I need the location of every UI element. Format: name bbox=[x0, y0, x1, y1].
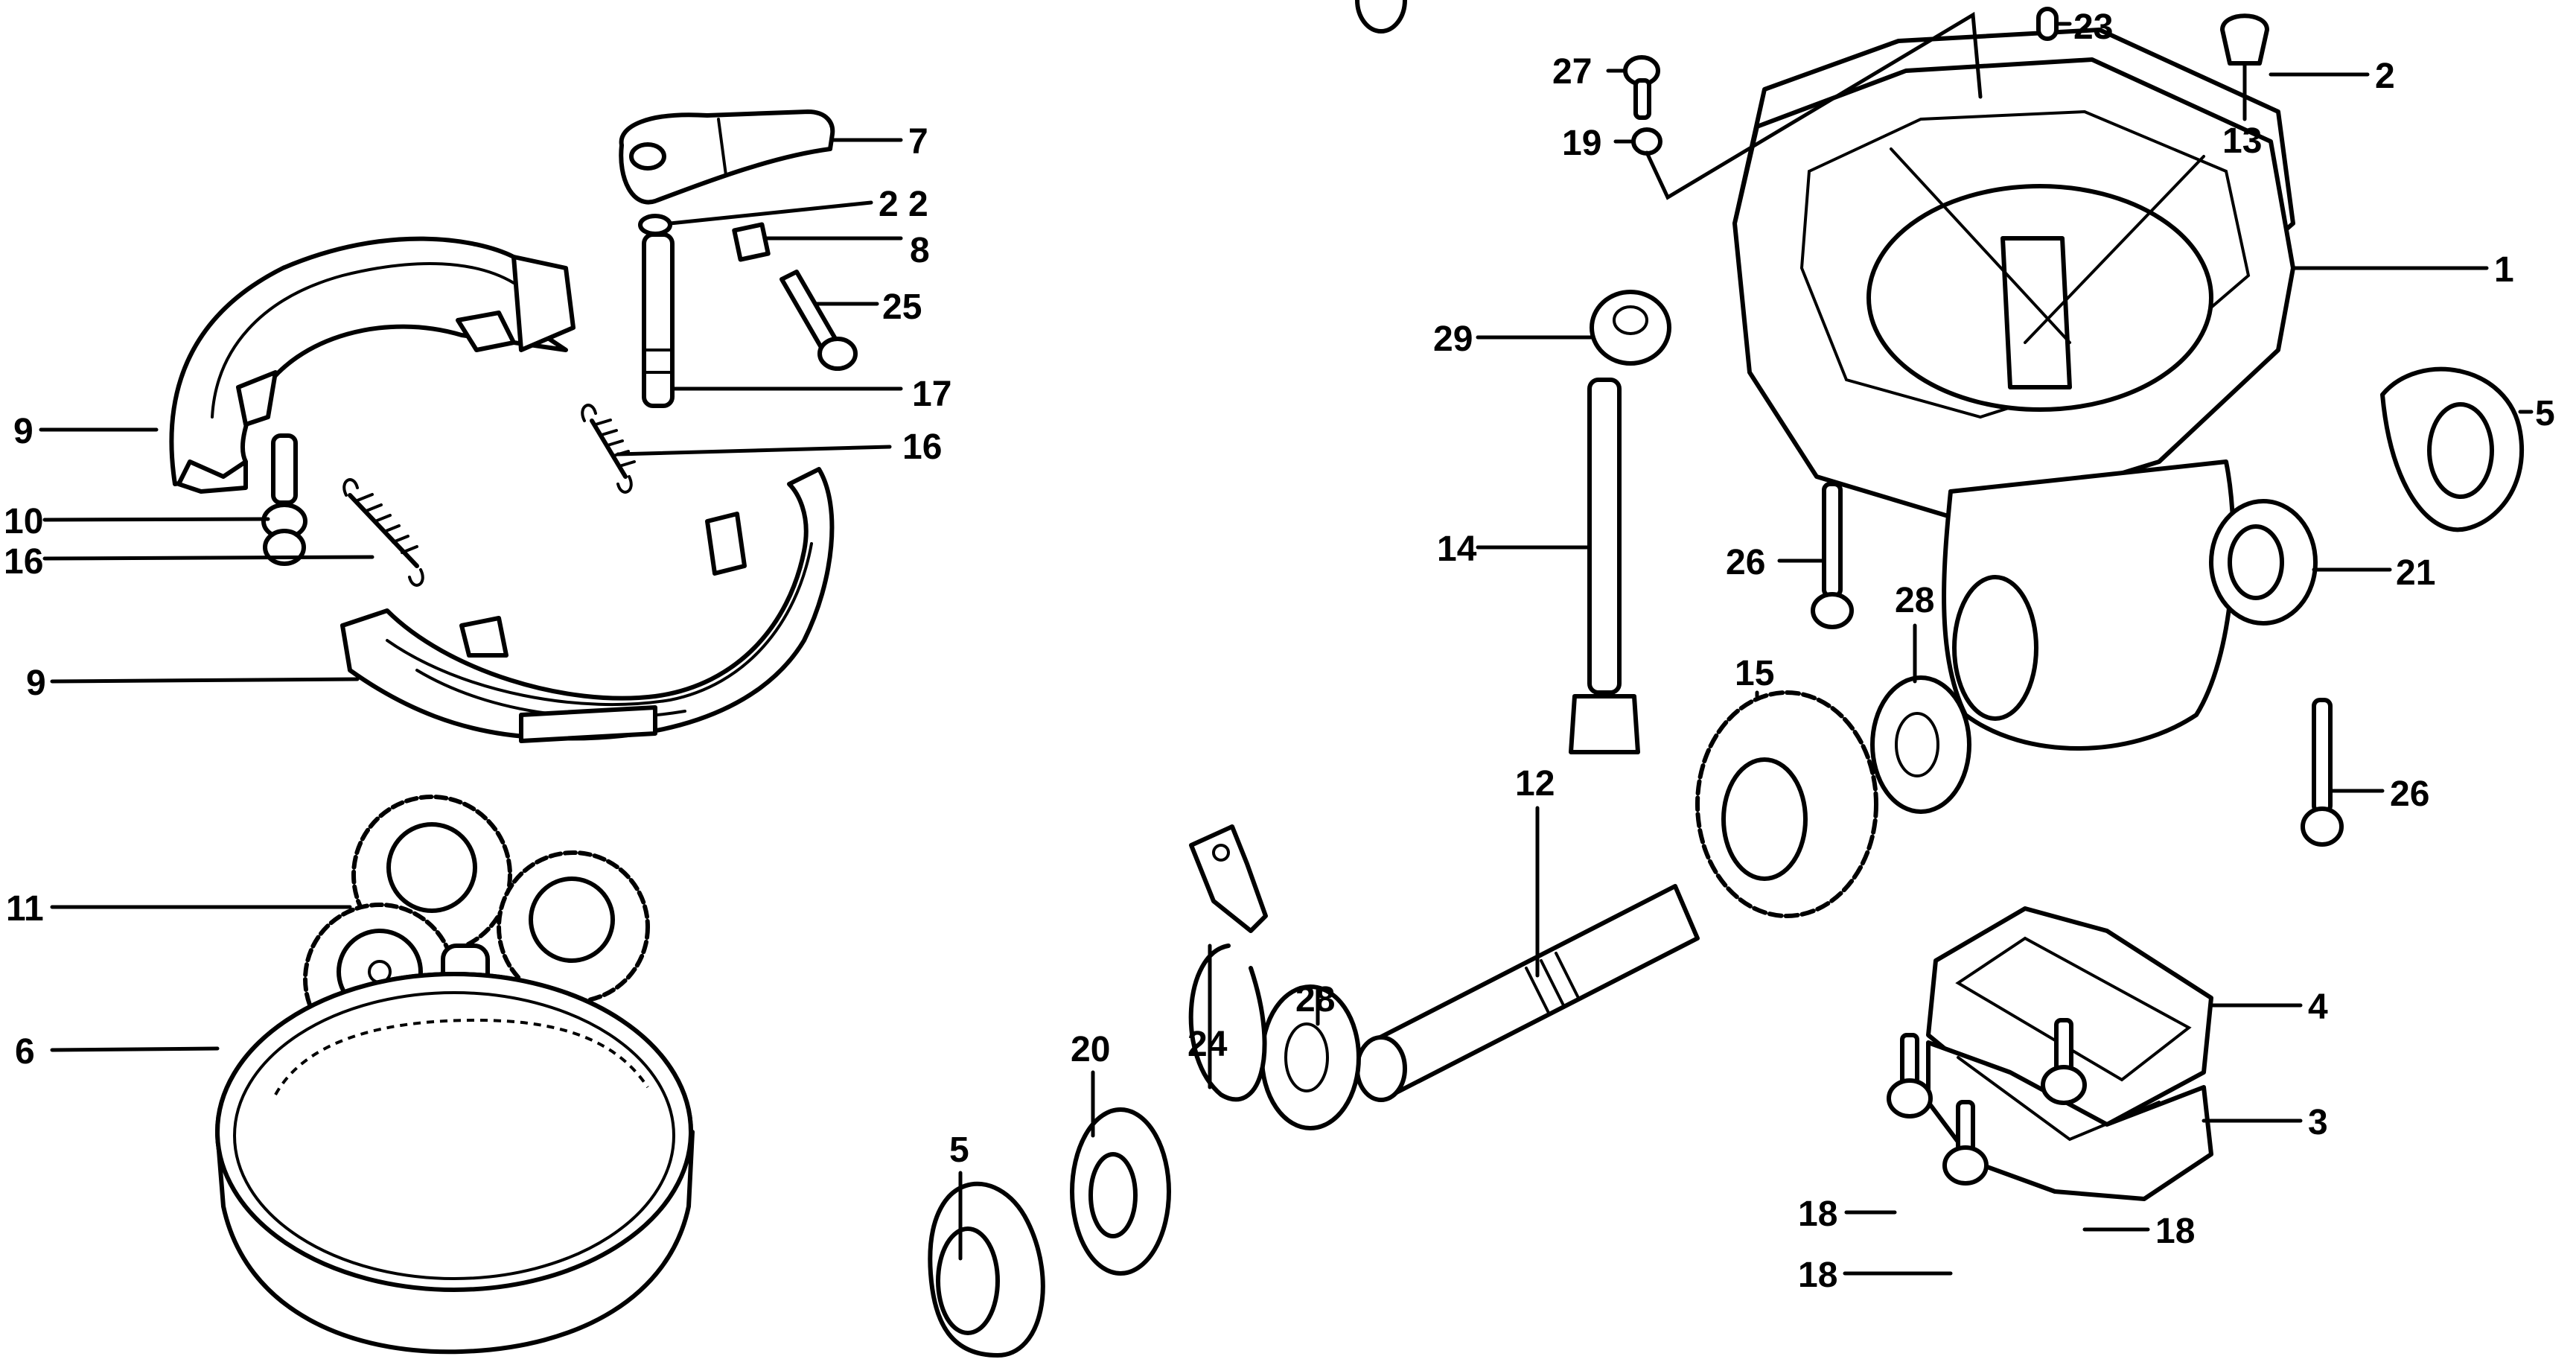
callout-18-right[interactable]: 18 bbox=[2155, 1212, 2195, 1251]
bevel-gear bbox=[1695, 690, 1878, 918]
brake-arm bbox=[619, 109, 835, 205]
callout-26-lower[interactable]: 26 bbox=[2390, 774, 2429, 814]
callout-3[interactable]: 3 bbox=[2308, 1103, 2328, 1142]
callout-5-case[interactable]: 5 bbox=[2535, 394, 2555, 433]
brake-shoe-lower bbox=[340, 467, 835, 743]
bearing-29 bbox=[1590, 290, 1671, 366]
callout-14[interactable]: 14 bbox=[1437, 529, 1477, 569]
bolt-18c bbox=[1942, 1100, 1989, 1186]
bracket-plate bbox=[1189, 824, 1268, 933]
callout-5-shaft[interactable]: 5 bbox=[949, 1130, 969, 1170]
callout-25[interactable]: 25 bbox=[882, 287, 922, 327]
brake-spring-left bbox=[342, 478, 424, 587]
callout-8[interactable]: 8 bbox=[910, 231, 930, 270]
oil-filler-cap bbox=[2220, 13, 2269, 66]
bracket-line bbox=[1645, 11, 1983, 200]
brake-spring-right bbox=[581, 404, 636, 494]
pinion-shaft bbox=[1569, 378, 1640, 754]
bolt-27 bbox=[1623, 55, 1660, 120]
callout-12[interactable]: 12 bbox=[1515, 764, 1555, 804]
callout-24[interactable]: 24 bbox=[1187, 1025, 1228, 1064]
callout-28-upper[interactable]: 28 bbox=[1895, 581, 1934, 620]
callout-29[interactable]: 29 bbox=[1433, 319, 1473, 359]
callout-9-lower[interactable]: 9 bbox=[26, 664, 46, 703]
bolt-18a bbox=[1887, 1033, 1933, 1119]
ring-gear bbox=[215, 972, 695, 1355]
callout-23[interactable]: 23 bbox=[2073, 7, 2113, 47]
oil-seal-shaft bbox=[928, 1181, 1045, 1358]
callout-4[interactable]: 4 bbox=[2308, 987, 2328, 1027]
brake-cam bbox=[642, 232, 675, 408]
oil-seal-20 bbox=[1070, 1107, 1171, 1276]
callout-19[interactable]: 19 bbox=[1562, 124, 1601, 163]
circlip bbox=[1188, 944, 1267, 1102]
brake-shoe-upper bbox=[169, 236, 576, 494]
callout-22[interactable]: 2 2 bbox=[879, 185, 928, 224]
callout-labels: 7 2 2 8 25 17 16 9 10 16 9 11 6 27 19 23… bbox=[4, 7, 2555, 1295]
callout-9-upper[interactable]: 9 bbox=[13, 412, 34, 451]
callout-15[interactable]: 15 bbox=[1735, 654, 1774, 693]
callout-16-right[interactable]: 16 bbox=[902, 427, 942, 467]
callout-27[interactable]: 27 bbox=[1552, 52, 1592, 92]
washer bbox=[638, 214, 672, 236]
callout-26-upper[interactable]: 26 bbox=[1726, 543, 1765, 582]
callout-18-bottom[interactable]: 18 bbox=[1798, 1256, 1837, 1295]
dowel-pin bbox=[2036, 7, 2059, 41]
callout-18-left[interactable]: 18 bbox=[1798, 1194, 1837, 1234]
oil-seal-21 bbox=[2209, 499, 2318, 626]
flange-bolt bbox=[780, 270, 858, 371]
callout-17[interactable]: 17 bbox=[912, 375, 951, 414]
callout-6[interactable]: 6 bbox=[15, 1032, 35, 1072]
bolt-26a bbox=[1811, 482, 1854, 629]
output-shaft bbox=[1355, 0, 1700, 1102]
callout-13[interactable]: 13 bbox=[2222, 121, 2262, 161]
callout-11[interactable]: 11 bbox=[6, 889, 44, 929]
callout-16-left[interactable]: 16 bbox=[4, 542, 43, 582]
callout-20[interactable]: 20 bbox=[1071, 1030, 1110, 1069]
bolt-26b bbox=[2301, 698, 2344, 847]
callout-10[interactable]: 10 bbox=[4, 502, 43, 541]
indicator-plate bbox=[732, 222, 771, 262]
callout-21[interactable]: 21 bbox=[2396, 553, 2435, 593]
oil-seal-case bbox=[2380, 366, 2524, 532]
transmission-case bbox=[1732, 57, 2295, 751]
planetary-gear-set bbox=[303, 795, 650, 1056]
anchor-pin bbox=[261, 433, 307, 566]
callout-7[interactable]: 7 bbox=[908, 122, 928, 162]
callout-28-lower[interactable]: 28 bbox=[1295, 980, 1335, 1019]
callout-2[interactable]: 2 bbox=[2375, 57, 2395, 96]
bearing-28a bbox=[1870, 675, 1971, 814]
washer-19 bbox=[1631, 127, 1662, 156]
leader-lines bbox=[39, 22, 2534, 1276]
callout-1[interactable]: 1 bbox=[2494, 250, 2514, 290]
bolt-18b bbox=[2041, 1018, 2087, 1105]
